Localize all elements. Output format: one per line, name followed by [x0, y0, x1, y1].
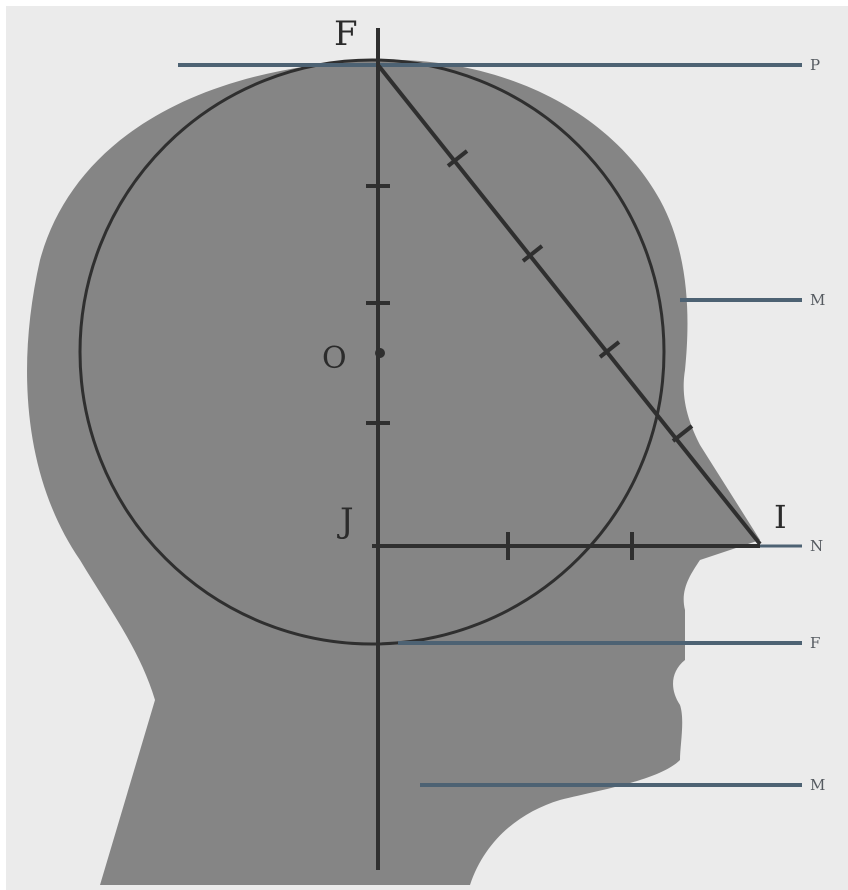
label-top-point: F [334, 14, 358, 54]
side-label-chin: M [810, 776, 825, 794]
label-jaw-point: J [337, 501, 354, 541]
side-label-nose: N [810, 537, 823, 555]
side-label-top: P [810, 56, 820, 74]
side-label-brow: M [810, 291, 825, 309]
side-label-mouth: F [810, 634, 820, 652]
label-center-point: O [322, 341, 347, 376]
center-point [375, 348, 385, 358]
label-nose-tip: I [774, 498, 787, 536]
